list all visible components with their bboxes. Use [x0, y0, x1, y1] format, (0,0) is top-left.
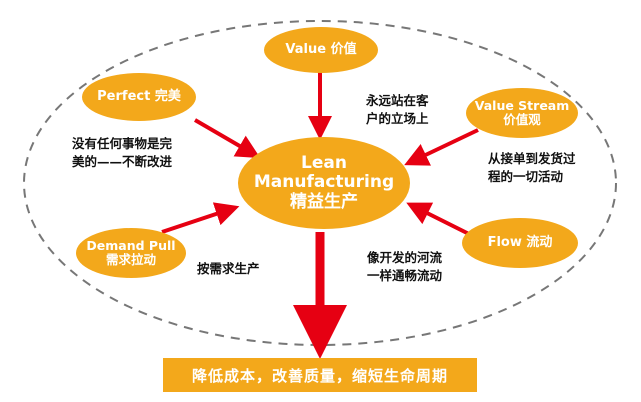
node-value-stream-label-en: Value Stream	[474, 97, 570, 113]
node-value: Value 价值	[264, 27, 378, 73]
center-label-line3: 精益生产	[290, 191, 358, 212]
note-perfect: 没有任何事物是完 美的——不断改进	[72, 136, 173, 170]
node-demand-pull-label-en: Demand Pull	[86, 237, 176, 253]
note-value: 永远站在客 户的立场上	[366, 93, 429, 127]
node-perfect: Perfect 完美	[82, 73, 196, 121]
node-value-stream: Value Stream 价值观	[466, 88, 578, 138]
note-value-stream: 从接单到发货过 程的一切活动	[488, 151, 576, 185]
node-perfect-label: Perfect 完美	[97, 88, 181, 104]
arrow-value-stream-to-center	[404, 128, 479, 166]
dashed-boundary-ellipse	[23, 20, 617, 346]
center-label-line1: Lean	[301, 152, 347, 173]
arrow-perfect-to-center	[193, 118, 261, 159]
result-banner: 降低成本，改善质量，缩短生命周期	[163, 358, 477, 392]
node-demand-pull: Demand Pull 需求拉动	[76, 228, 186, 278]
node-flow-label: Flow 流动	[487, 234, 553, 250]
node-demand-pull-label-zh: 需求拉动	[105, 252, 156, 267]
arrow-demand-pull-to-center	[161, 202, 240, 234]
note-flow: 像开发的河流 一样通畅流动	[367, 250, 443, 284]
node-center-lean: Lean Manufacturing 精益生产	[238, 137, 410, 229]
center-label-line2: Manufacturing	[253, 172, 395, 193]
node-value-label: Value 价值	[285, 41, 357, 57]
note-demand-pull: 按需求生产	[197, 261, 260, 276]
node-value-stream-label-zh: 价值观	[503, 112, 541, 127]
node-flow: Flow 流动	[462, 218, 578, 268]
